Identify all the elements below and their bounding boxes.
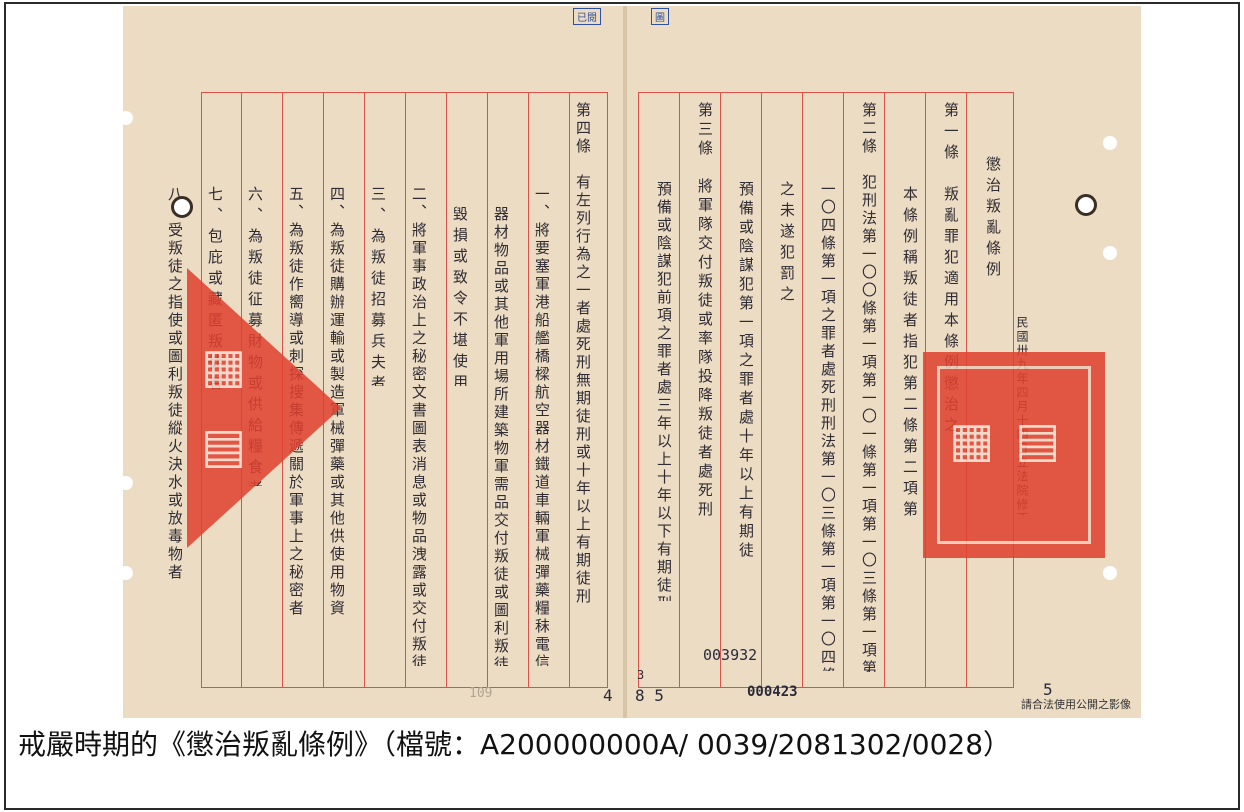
binding-hole [1075, 194, 1097, 216]
usage-notice: 請合法使用公開之影像 [1021, 698, 1131, 711]
page-number: 5 [1043, 680, 1053, 699]
index-tab: 圖 [651, 8, 669, 25]
item-line: 毀損或致令不堪使用者 [452, 206, 467, 386]
page-spine [623, 6, 627, 718]
article-line: 一〇四條第一項之罪者處死刑刑法第一〇三條第一項第一〇四條第一項 [820, 181, 835, 671]
binding-hole [1103, 246, 1117, 260]
rule [802, 92, 803, 688]
rule [843, 92, 844, 688]
rule [487, 92, 488, 688]
item-line: 器材物品或其他軍用場所建築物軍需品交付叛徒或圖利叛徒而 [493, 206, 508, 666]
faded-number: 109 [469, 686, 493, 701]
rule [569, 92, 570, 688]
rule [720, 92, 721, 688]
rule [884, 92, 885, 688]
article-line: 第四條 有左列行為之一者處死刑無期徒刑或十年以上有期徒刑 [575, 102, 590, 606]
page-number: 4 [603, 686, 613, 705]
right-page-border-top [638, 92, 1013, 93]
figure-frame: 懲治叛亂條例 民國卅九年四月十四日立法院修正 第一條 叛亂罪犯適用本條例懲治之 … [4, 2, 1240, 810]
rule [405, 92, 406, 688]
document-scan: 懲治叛亂條例 民國卅九年四月十四日立法院修正 第一條 叛亂罪犯適用本條例懲治之 … [123, 6, 1141, 718]
item-line: 一、將要塞軍港船艦橋樑航空器材鐵道車輛軍械彈藥糧秣電信交通 [534, 186, 549, 666]
article-line: 預備或陰謀犯第一項之罪者處十年以上有期徒刑 [738, 181, 753, 561]
right-page-border-bottom [638, 687, 1013, 688]
rule [364, 92, 365, 688]
left-page-border-right [607, 92, 608, 688]
document-title: 懲治叛亂條例 [984, 156, 1002, 282]
rule [446, 92, 447, 688]
rule [528, 92, 529, 688]
article-line: 第二條 犯刑法第一〇〇條第一項第一〇一條第一項第一〇三條第一項第 [861, 102, 876, 672]
article-line: 本條例稱叛徒者指犯第二條第二項第三之罪者 [902, 186, 917, 516]
binding-hole [123, 111, 133, 125]
left-page-border-top [201, 92, 607, 93]
rule [323, 92, 324, 688]
item-line: 二、將軍事政治上之秘密文書圖表消息或物品洩露或交付叛徒者 [411, 186, 426, 666]
item-line: 三、為叛徒招募兵夫者 [370, 186, 385, 386]
page-number: 8 5 [635, 686, 664, 705]
archive-number: 000423 [747, 684, 798, 700]
binding-hole [123, 566, 133, 580]
article-line: 之未遂犯罰之 [779, 181, 794, 301]
binding-hole [123, 476, 133, 490]
left-page-border-bottom [201, 687, 607, 688]
right-page-border-left [638, 92, 639, 688]
article-line: 第三條 將軍隊交付叛徒或率隊投降叛徒者處死刑 [697, 102, 712, 520]
red-seal-left: ▦ ▤ [187, 268, 341, 548]
rule [761, 92, 762, 688]
rule [679, 92, 680, 688]
binding-hole [171, 196, 193, 218]
red-seal-right: ▦ ▤ [923, 352, 1105, 558]
article-line: 預備或陰謀犯前項之罪者處三年以上十年以下有期徒刑 [656, 181, 671, 601]
index-tab: 已閱 [573, 8, 601, 25]
item-line: 八、受叛徒之指使或圖利叛徒縱火決水或放毒物者 [167, 186, 182, 582]
page-number: 3 [637, 668, 645, 682]
binding-hole [1103, 136, 1117, 150]
figure-caption: 戒嚴時期的《懲治叛亂條例》（檔號：A200000000A/ 0039/20813… [18, 728, 1012, 761]
binding-hole [1103, 566, 1117, 580]
archive-number: 003932 [703, 646, 758, 664]
item-line: 四、為叛徒購辦運輸或製造軍械彈藥或其他供使用物資者 [329, 186, 344, 616]
